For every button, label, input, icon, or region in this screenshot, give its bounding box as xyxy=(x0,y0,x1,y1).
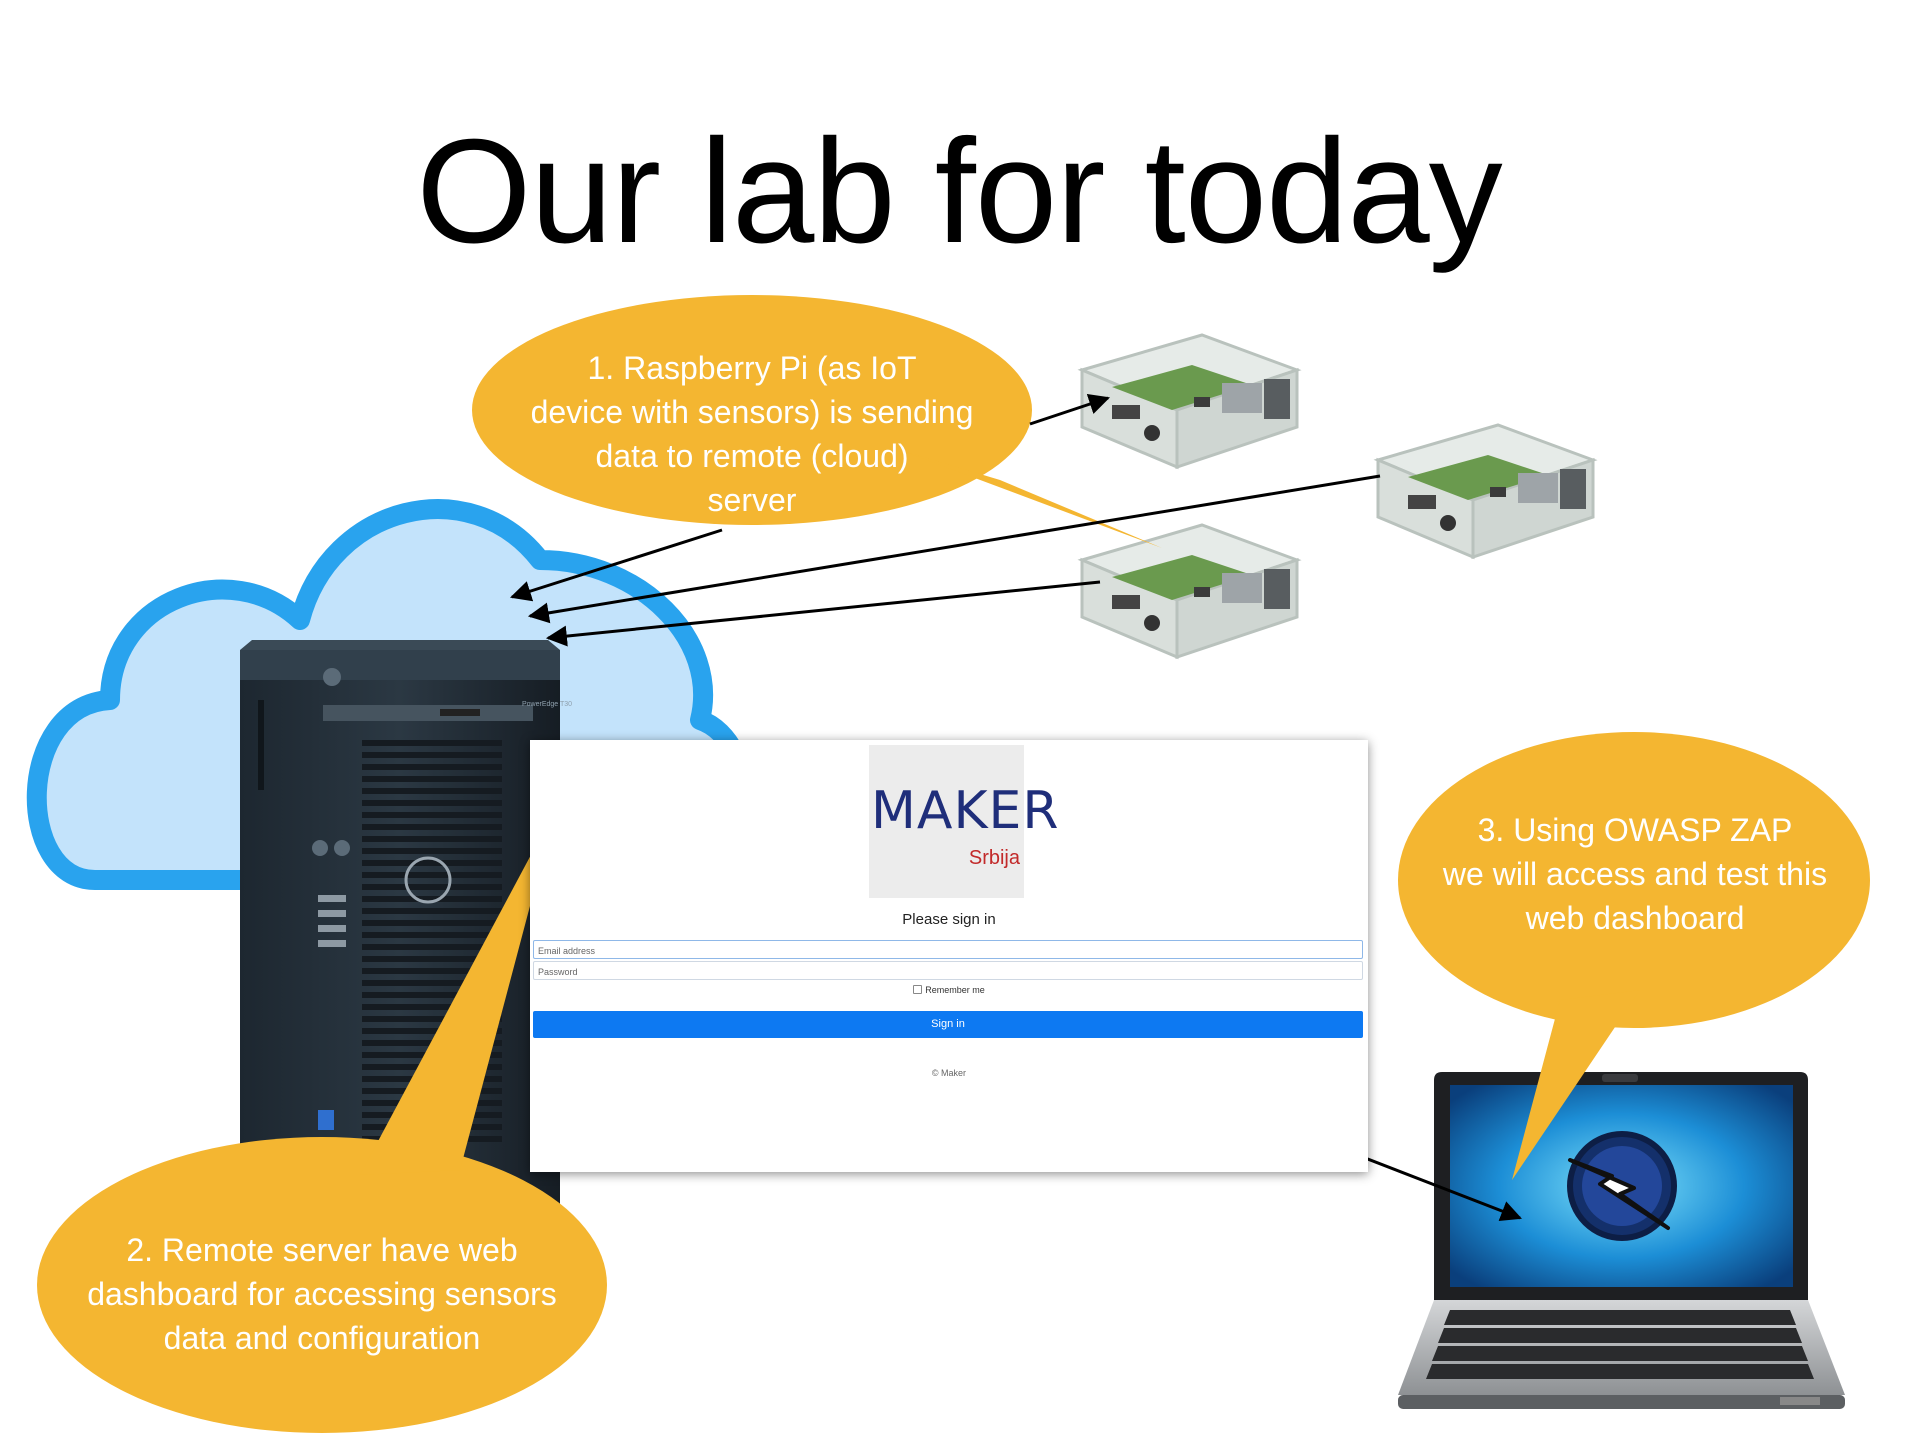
callout-bubble-zap xyxy=(1398,732,1870,1180)
callout-line: we will access and test this xyxy=(1442,856,1828,892)
callout-text-server: 2. Remote server have web dashboard for … xyxy=(57,1228,587,1360)
callout-bubble-server xyxy=(37,808,607,1433)
raspberry-pi-icon xyxy=(1373,423,1598,560)
callout-text-zap: 3. Using OWASP ZAP we will access and te… xyxy=(1410,808,1860,940)
callout-line: data and configuration xyxy=(163,1320,481,1356)
callout-line: data to remote (cloud) xyxy=(595,438,909,474)
logo-sub-text: Srbija xyxy=(968,847,1020,869)
signin-heading: Please sign in xyxy=(902,911,996,928)
dashboard-footer: © Maker xyxy=(931,1068,967,1078)
web-dashboard-screenshot: MAKER Srbija Please sign in Email addres… xyxy=(530,740,1368,1172)
callout-line: 3. Using OWASP ZAP xyxy=(1477,812,1793,848)
email-field[interactable]: Email address xyxy=(533,940,1363,959)
callout-line: dashboard for accessing sensors xyxy=(87,1276,557,1312)
raspberry-pi-icon xyxy=(1077,523,1302,660)
callout-line: server xyxy=(707,482,797,518)
password-field[interactable]: Password xyxy=(533,961,1363,980)
remember-me-row: Remember me xyxy=(530,985,1368,995)
callout-text-raspberry: 1. Raspberry Pi (as IoT device with sens… xyxy=(492,346,1012,522)
maker-logo: MAKER Srbija xyxy=(869,745,1060,898)
arrow-pi-to-cloud-3 xyxy=(545,580,1101,647)
callout-line: device with sensors) is sending xyxy=(530,394,974,430)
owasp-zap-logo-icon xyxy=(1567,1131,1677,1241)
arrow-pi1-to-callout xyxy=(1029,394,1110,426)
callout-line: 1. Raspberry Pi (as IoT xyxy=(587,350,917,386)
slide-title: Our lab for today xyxy=(416,109,1502,274)
arrow-pi-to-cloud-2 xyxy=(527,474,1381,624)
logo-main-text: MAKER xyxy=(871,781,1060,841)
raspberry-pi-icon xyxy=(1077,333,1302,470)
remember-me-label: Remember me xyxy=(925,985,985,995)
callout-line: 2. Remote server have web xyxy=(126,1232,518,1268)
signin-button[interactable]: Sign in xyxy=(533,1011,1363,1038)
callout-line: web dashboard xyxy=(1525,900,1745,936)
arrow-pi-to-cloud-1 xyxy=(509,528,723,602)
remember-me-checkbox[interactable] xyxy=(913,985,923,994)
server-model-label: PowerEdge T30 xyxy=(522,701,572,708)
